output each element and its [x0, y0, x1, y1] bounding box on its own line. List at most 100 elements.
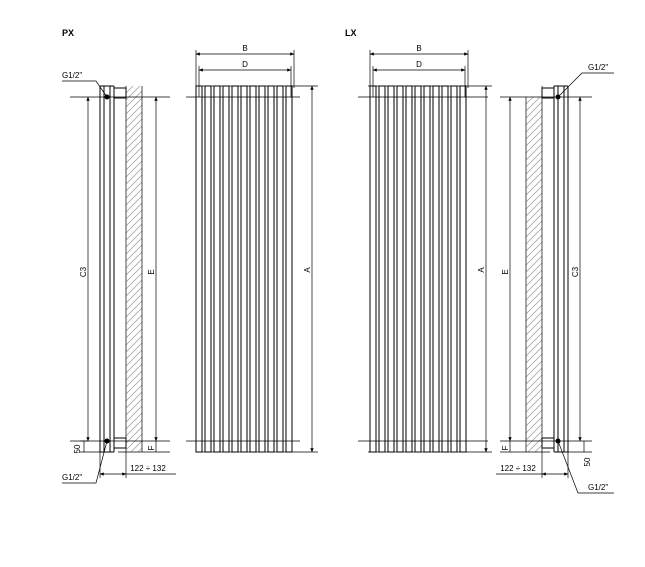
hatch-line: [525, 248, 543, 266]
hatch-line: [525, 339, 543, 357]
hatch-line: [525, 360, 543, 378]
hatch-line: [525, 122, 543, 140]
hatch-line: [525, 325, 543, 343]
radiator-tube: [369, 85, 377, 453]
hatch-line: [525, 206, 543, 224]
hatch-line: [525, 430, 543, 448]
hatch-line: [125, 433, 143, 451]
radiator-tube: [195, 85, 203, 453]
px-a-label: A: [303, 267, 312, 273]
radiator-tube: [378, 85, 386, 453]
hatch-line: [125, 300, 143, 318]
hatch-line: [125, 377, 143, 395]
hatch-line: [125, 258, 143, 276]
hatch-line: [125, 125, 143, 143]
hatch-line: [125, 293, 143, 311]
hatch-line: [525, 318, 543, 336]
hatch-line: [125, 321, 143, 339]
hatch-line: [525, 269, 543, 287]
hatch-line: [525, 416, 543, 434]
hatch-line: [125, 146, 143, 164]
hatch-line: [125, 426, 143, 444]
hatch-line: [525, 178, 543, 196]
lx-title: LX: [345, 28, 357, 38]
radiator-tube: [285, 85, 293, 453]
hatch-line: [525, 150, 543, 168]
hatch-line: [125, 370, 143, 388]
lx-wall-hatch: [525, 96, 543, 453]
hatch-line: [125, 97, 143, 115]
hatch-line: [525, 367, 543, 385]
lx-wall-gap-label: 122 ÷ 132: [500, 464, 536, 473]
hatch-line: [527, 437, 543, 453]
hatch-line: [125, 412, 143, 430]
hatch-line: [525, 395, 543, 413]
hatch-line: [525, 171, 543, 189]
hatch-line: [525, 353, 543, 371]
hatch-line: [125, 139, 143, 157]
hatch-line: [125, 167, 143, 185]
hatch-line: [125, 419, 143, 437]
radiator-tube: [258, 85, 266, 453]
lx-front-view: B D A: [358, 44, 492, 453]
hatch-line: [125, 85, 134, 94]
hatch-line: [125, 216, 143, 234]
lx-50-label: 50: [583, 457, 592, 466]
hatch-line: [125, 132, 143, 150]
hatch-line: [125, 202, 143, 220]
hatch-line: [125, 223, 143, 241]
hatch-line: [125, 356, 143, 374]
lx-top-connection-label: G1/2": [588, 63, 608, 72]
hatch-line: [525, 164, 543, 182]
px-f-label: F: [147, 445, 156, 450]
hatch-line: [125, 85, 141, 101]
hatch-line: [125, 363, 143, 381]
hatch-line: [125, 111, 143, 129]
px-title: PX: [62, 28, 74, 38]
radiator-tube: [231, 85, 239, 453]
radiator-tube: [441, 85, 449, 453]
hatch-line: [525, 297, 543, 315]
radiator-tube: [240, 85, 248, 453]
lx-d-label: D: [416, 60, 422, 69]
hatch-line: [525, 115, 543, 133]
radiator-tube: [423, 85, 431, 453]
hatch-line: [125, 181, 143, 199]
px-side-view: C3 E F 50 122 ÷ 132 G1/2" G1/2": [62, 71, 176, 484]
px-c3-label: C3: [79, 266, 88, 277]
hatch-line: [125, 230, 143, 248]
radiator-tube: [450, 85, 458, 453]
hatch-line: [525, 96, 541, 112]
hatch-line: [525, 241, 543, 259]
hatch-line: [525, 157, 543, 175]
px-front-tubes: [195, 85, 293, 453]
radiator-tube: [249, 85, 257, 453]
hatch-line: [525, 108, 543, 126]
hatch-line: [125, 384, 143, 402]
hatch-line: [525, 220, 543, 238]
hatch-line: [525, 304, 543, 322]
px-wall-hatch: [125, 85, 143, 453]
hatch-line: [525, 255, 543, 273]
hatch-line: [525, 346, 543, 364]
hatch-line: [525, 199, 543, 217]
hatch-line: [125, 335, 143, 353]
hatch-line: [125, 237, 143, 255]
hatch-line: [525, 311, 543, 329]
lx-front-tubes: [369, 85, 467, 453]
hatch-line: [525, 381, 543, 399]
hatch-line: [125, 104, 143, 122]
lx-side-view: E F C3 50 122 ÷ 132 G1/2" G1/2": [496, 63, 614, 494]
px-top-connection-label: G1/2": [62, 71, 82, 80]
hatch-line: [525, 136, 543, 154]
hatch-line: [125, 195, 143, 213]
hatch-line: [525, 129, 543, 147]
radiator-tube: [222, 85, 230, 453]
px-bottom-connection-label: G1/2": [62, 473, 82, 482]
hatch-line: [525, 143, 543, 161]
hatch-line: [125, 265, 143, 283]
radiator-tube: [204, 85, 212, 453]
radiator-tube: [387, 85, 395, 453]
hatch-line: [525, 101, 543, 119]
hatch-line: [125, 314, 143, 332]
